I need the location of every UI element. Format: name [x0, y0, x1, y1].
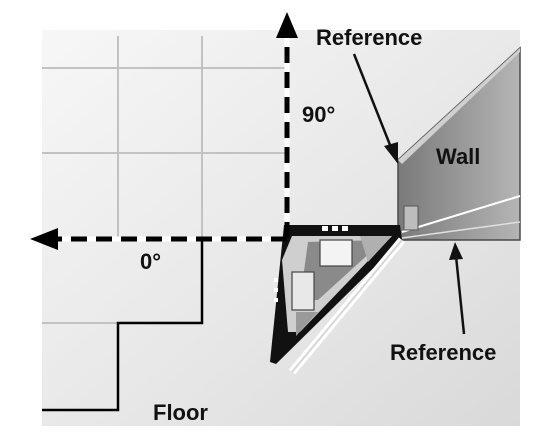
floor-tile-grid [42, 36, 285, 324]
wall-label: Wall [436, 144, 481, 169]
corner-cleaning-robot-icon [270, 225, 406, 375]
reference-label-top: Reference [316, 25, 423, 50]
reference-label-bottom: Reference [390, 340, 497, 365]
angle-0-label: 0° [140, 249, 162, 274]
reference-arrow-bottom [449, 242, 466, 335]
reference-arrow-top [352, 53, 398, 164]
angle-90-label: 90° [302, 102, 336, 127]
arrow-left-icon [30, 228, 58, 250]
wall [397, 46, 521, 241]
arrow-up-icon [276, 12, 298, 38]
floor-label: Floor [153, 400, 208, 425]
